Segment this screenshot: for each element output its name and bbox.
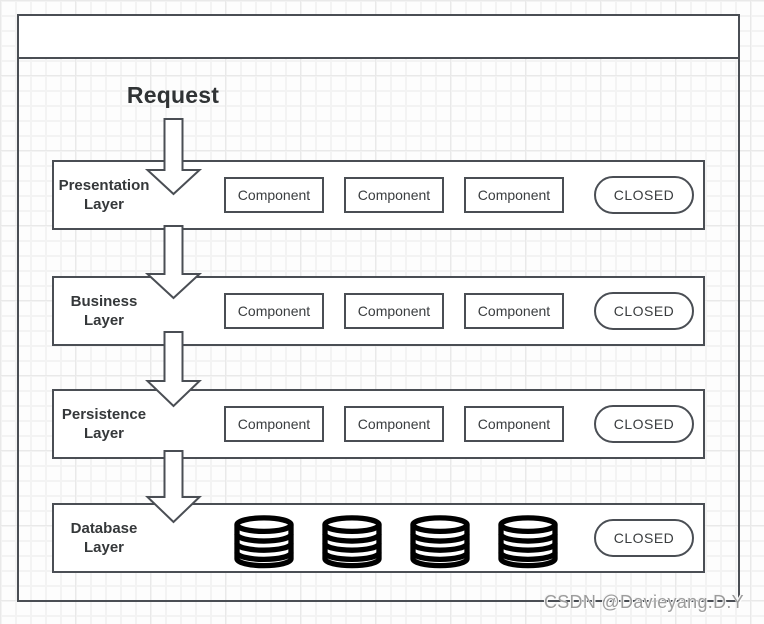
layer-business-label: Business Layer <box>70 293 138 329</box>
closed-status-badge: CLOSED <box>594 519 694 557</box>
csdn-watermark: CSDN @Davieyang.D.Y <box>543 592 744 612</box>
database-icon <box>318 515 386 569</box>
component-box: Component <box>224 406 324 442</box>
closed-status-badge: CLOSED <box>594 405 694 443</box>
component-box: Component <box>344 293 444 329</box>
closed-status-badge: CLOSED <box>594 176 694 214</box>
layer-persistence-label: Persistence Layer <box>61 406 147 442</box>
layer-presentation: Presentation Layer Component Component C… <box>52 160 705 230</box>
window-title-bar <box>19 16 738 59</box>
component-box: Component <box>464 177 564 213</box>
layer-database-label: Database Layer <box>70 520 138 556</box>
database-icon <box>230 515 298 569</box>
layer-persistence: Persistence Layer Component Component Co… <box>52 389 705 459</box>
closed-status-badge: CLOSED <box>594 292 694 330</box>
layer-business: Business Layer Component Component Compo… <box>52 276 705 346</box>
component-box: Component <box>344 406 444 442</box>
database-icon <box>494 515 562 569</box>
component-box: Component <box>224 177 324 213</box>
layer-database: Database Layer CLOSED <box>52 503 705 573</box>
layer-presentation-label: Presentation Layer <box>58 177 150 213</box>
component-box: Component <box>224 293 324 329</box>
database-icon <box>406 515 474 569</box>
request-label: Request <box>126 82 220 108</box>
component-box: Component <box>464 406 564 442</box>
browser-window-frame <box>17 14 740 602</box>
component-box: Component <box>344 177 444 213</box>
component-box: Component <box>464 293 564 329</box>
